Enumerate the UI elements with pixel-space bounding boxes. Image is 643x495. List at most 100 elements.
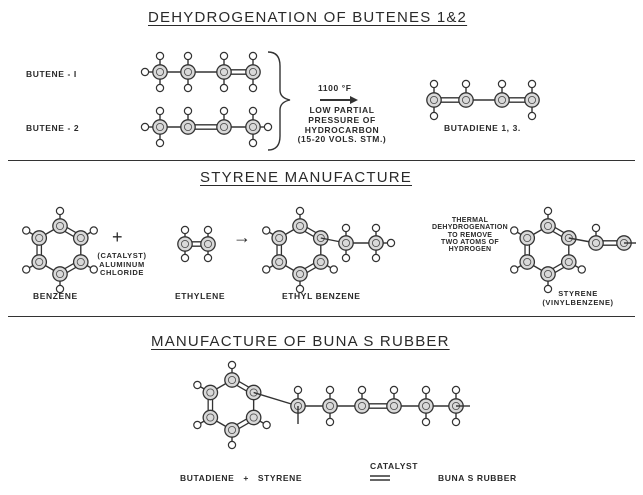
hydrogen-atom <box>155 83 165 93</box>
catalyst-aluminum-chloride: (CATALYST) ALUMINUM CHLORIDE <box>97 251 147 278</box>
carbon-atom-inner <box>155 67 165 77</box>
carbon-atom-inner <box>316 233 325 243</box>
hydrogen-atom <box>543 206 553 216</box>
label-butene-1: BUTENE - I <box>26 69 77 79</box>
carbon-atom-inner <box>227 425 237 435</box>
carbon-atom <box>271 254 288 270</box>
carbon-atom-inner <box>543 221 553 231</box>
hydrogen-atom <box>155 138 165 148</box>
carbon-atom-inner <box>35 257 44 267</box>
carbon-atom <box>519 254 536 270</box>
hydrogen-atom <box>325 417 335 427</box>
carbon-atom-inner <box>429 95 439 105</box>
carbon-atom <box>72 254 89 270</box>
hydrogen-atom <box>55 284 65 294</box>
carbon-atom-inner <box>421 401 431 411</box>
reaction-arrow: → <box>233 227 251 247</box>
hydrogen-atom <box>183 83 193 93</box>
carbon-atom-inner <box>180 239 190 249</box>
label-benzene: BENZENE <box>33 291 78 301</box>
carbon-atom-inner <box>523 233 532 243</box>
hydrogen-atom <box>248 138 258 148</box>
carbon-atom <box>180 119 196 135</box>
section-divider-2 <box>8 316 635 317</box>
carbon-atom <box>224 372 240 388</box>
hydrogen-atom <box>22 265 31 274</box>
carbon-atom-inner <box>295 221 305 231</box>
plus-sign: + <box>112 227 123 247</box>
hydrogen-atom <box>193 420 202 430</box>
hydrogen-atom <box>461 79 471 89</box>
carbon-atom <box>540 218 556 234</box>
carbon-atom <box>180 64 196 80</box>
hydrogen-atom <box>89 265 98 274</box>
section-divider-1 <box>8 160 635 161</box>
hydrogen-atom <box>325 385 335 395</box>
carbon-atom <box>519 230 536 246</box>
carbon-atom <box>560 254 577 270</box>
carbon-atom <box>588 235 604 251</box>
carbon-atom-inner <box>371 238 381 248</box>
carbon-atom-inner <box>219 67 229 77</box>
carbon-atom-inner <box>219 122 229 132</box>
hydrogen-atom <box>527 79 537 89</box>
hydrogen-atom <box>140 67 150 77</box>
carbon-atom <box>386 398 402 414</box>
section-title-styrene: STYRENE MANUFACTURE <box>200 169 412 186</box>
hydrogen-atom <box>527 111 537 121</box>
carbon-atom <box>31 230 48 246</box>
carbon-atom-inner <box>183 67 193 77</box>
hydrogen-atom <box>386 238 396 248</box>
hydrogen-atom <box>248 83 258 93</box>
hydrogen-atom <box>421 385 431 395</box>
hydrogen-atom <box>219 51 229 61</box>
carbon-atom-inner <box>155 122 165 132</box>
hydrogen-atom <box>227 360 237 370</box>
carbon-atom <box>52 218 68 234</box>
carbon-atom-inner <box>564 257 573 267</box>
carbon-atom-inner <box>206 413 215 422</box>
hydrogen-atom <box>421 417 431 427</box>
carbon-atom <box>458 92 474 108</box>
carbon-atom <box>152 119 168 135</box>
reaction-conditions: LOW PARTIAL PRESSURE OF HYDROCARBON (15-… <box>297 105 387 145</box>
hydrogen-atom <box>371 223 381 233</box>
carbon-atom <box>494 92 510 108</box>
hydrogen-atom <box>510 265 519 274</box>
hydrogen-atom <box>543 284 553 294</box>
hydrogen-atom <box>510 226 519 235</box>
carbon-atom-inner <box>55 269 65 279</box>
carbon-atom <box>426 92 442 108</box>
hydrogen-atom <box>429 79 439 89</box>
carbon-atom <box>224 422 240 438</box>
carbon-atom <box>292 218 308 234</box>
hydrogen-atom <box>371 253 381 263</box>
hydrogen-atom <box>203 225 213 235</box>
carbon-atom-inner <box>206 388 215 397</box>
carbon-atom-inner <box>461 95 471 105</box>
carbon-atom <box>31 254 48 270</box>
label-butadiene: BUTADIENE 1, 3. <box>444 123 521 133</box>
carbon-atom <box>418 398 434 414</box>
carbon-atom <box>202 384 219 401</box>
hydrogen-atom <box>262 420 271 430</box>
carbon-atom-inner <box>275 257 284 267</box>
carbon-atom-inner <box>203 239 213 249</box>
reaction-arrow-head <box>350 96 358 104</box>
carbon-atom <box>52 266 68 282</box>
carbon-atom <box>216 64 232 80</box>
hydrogen-atom <box>329 265 338 274</box>
hydrogen-atom <box>183 106 193 116</box>
carbon-atom-inner <box>357 401 367 411</box>
carbon-atom <box>177 236 193 252</box>
carbon-atom <box>354 398 370 414</box>
label-ethylene: ETHYLENE <box>175 291 226 301</box>
hydrogen-atom <box>262 226 271 235</box>
label-butene-2: BUTENE - 2 <box>26 123 80 133</box>
hydrogen-atom <box>248 106 258 116</box>
equation-reactants: BUTADIENE + STYRENE <box>180 473 303 483</box>
carbon-atom-inner <box>591 238 601 248</box>
carbon-atom-inner <box>497 95 507 105</box>
